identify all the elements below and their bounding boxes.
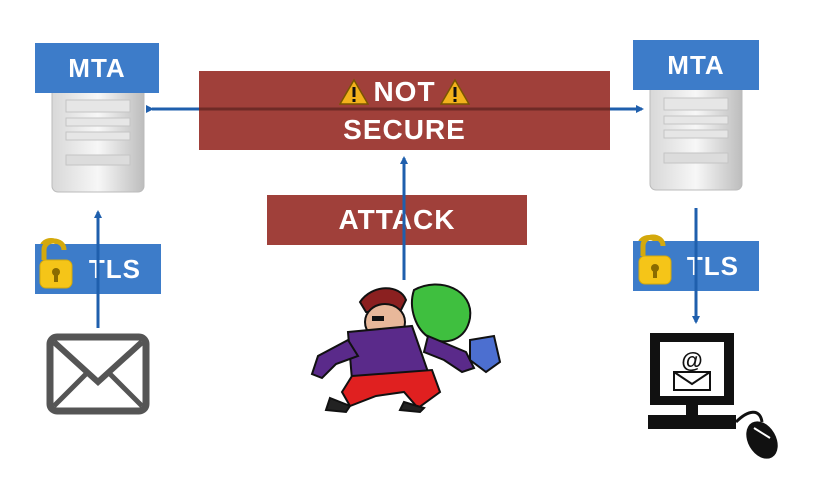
not-secure-banner: NOT SECURE <box>199 71 610 150</box>
not-label: NOT <box>373 75 436 107</box>
attack-banner: ATTACK <box>267 195 527 245</box>
computer-icon <box>648 333 764 429</box>
envelope-icon <box>46 333 150 415</box>
mouse-icon <box>746 421 778 459</box>
left-tls-text: TLS <box>88 253 141 284</box>
warning-icon <box>439 78 470 105</box>
attacker-figure <box>310 283 502 414</box>
email-at-symbol: @ <box>681 348 702 373</box>
left-mta-label: MTA <box>35 43 159 93</box>
right-tls-label: TLS <box>633 241 759 291</box>
left-server-icon <box>51 61 145 193</box>
warning-icon <box>339 78 370 105</box>
left-tls-label: TLS <box>35 244 161 294</box>
right-tls-text: TLS <box>686 250 739 281</box>
right-mta-label: MTA <box>633 40 759 90</box>
secure-label: SECURE <box>343 113 466 145</box>
